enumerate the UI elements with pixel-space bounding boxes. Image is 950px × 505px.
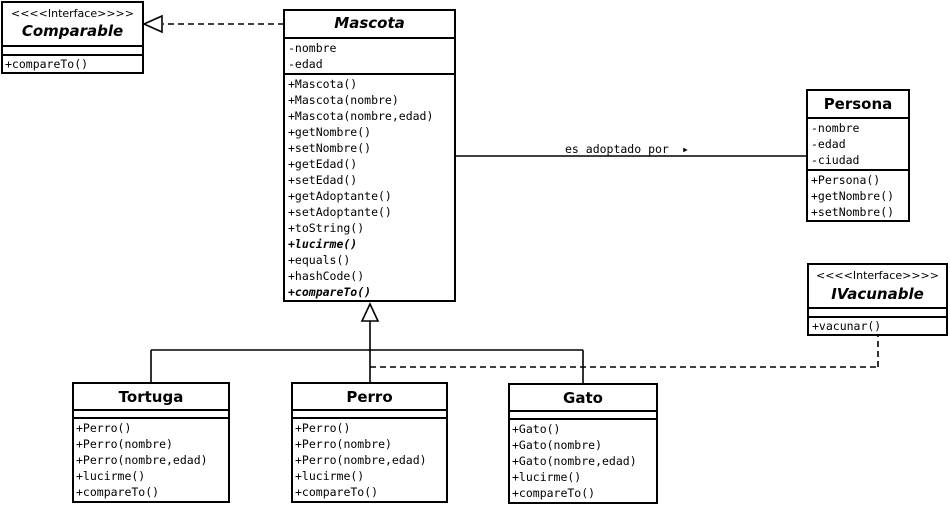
- class-box-gato[interactable]: Gato +Gato() +Gato(nombre) +Gato(nombre,…: [508, 383, 658, 504]
- method-item: +Perro(): [295, 421, 350, 435]
- association-label: es adoptado por: [565, 142, 669, 156]
- class-name-gato: Gato: [563, 389, 603, 407]
- method-item: +setNombre(): [288, 141, 371, 155]
- method-item: +getNombre(): [811, 189, 894, 203]
- method-item: +Gato(nombre,edad): [512, 454, 637, 468]
- method-item: +equals(): [288, 253, 350, 267]
- method-item: +Persona(): [811, 173, 880, 187]
- method-item: +Perro(nombre): [76, 437, 173, 451]
- class-name-perro: Perro: [346, 388, 392, 406]
- class-box-ivacunable[interactable]: <<<<Interface>>>> IVacunable +vacunar(): [807, 263, 948, 336]
- method-item: +lucirme(): [512, 470, 581, 484]
- method-item: +Perro(): [76, 421, 131, 435]
- attribute-item: -nombre: [811, 121, 860, 135]
- method-item: +getEdad(): [288, 157, 357, 171]
- generalization-arrowhead: [360, 302, 380, 322]
- method-item: +compareTo(): [295, 485, 378, 499]
- method-item: +Perro(nombre,edad): [295, 453, 427, 467]
- class-name-tortuga: Tortuga: [119, 388, 184, 406]
- class-name-persona: Persona: [824, 95, 893, 113]
- abstract-method-item: +lucirme(): [288, 237, 357, 251]
- method-item: +hashCode(): [288, 269, 364, 283]
- attribute-item: -edad: [288, 57, 323, 71]
- method-item: +getNombre(): [288, 125, 371, 139]
- method-item: +toString(): [288, 221, 364, 235]
- class-name-ivacunable: IVacunable: [831, 285, 924, 303]
- class-box-tortuga[interactable]: Tortuga +Perro() +Perro(nombre) +Perro(n…: [72, 382, 230, 503]
- method-item: +Perro(nombre,edad): [76, 453, 208, 467]
- method-item: +lucirme(): [76, 469, 145, 483]
- method-item: +vacunar(): [812, 319, 881, 333]
- abstract-method-item: +compareTo(): [288, 285, 371, 299]
- method-item: +compareTo(): [5, 57, 88, 71]
- method-item: +Gato(nombre): [512, 438, 602, 452]
- method-item: +lucirme(): [295, 469, 364, 483]
- attribute-item: -nombre: [288, 41, 337, 55]
- class-box-persona[interactable]: Persona -nombre -edad -ciudad +Persona()…: [806, 89, 910, 222]
- method-item: +Mascota(nombre,edad): [288, 109, 433, 123]
- method-item: +Perro(nombre): [295, 437, 392, 451]
- class-name-mascota: Mascota: [334, 14, 404, 32]
- realization-arrowhead-comparable: [142, 14, 163, 34]
- class-box-comparable[interactable]: <<<<Interface>>>> Comparable +compareTo(…: [1, 1, 144, 74]
- method-item: +Mascota(): [288, 77, 357, 91]
- method-item: +Mascota(nombre): [288, 93, 399, 107]
- method-item: +compareTo(): [512, 486, 595, 500]
- method-item: +setEdad(): [288, 173, 357, 187]
- association-direction-icon: ▸: [682, 142, 689, 156]
- attribute-item: -edad: [811, 137, 846, 151]
- stereotype-label: <<<<Interface>>>>: [816, 269, 939, 282]
- connectors: [142, 14, 888, 384]
- stereotype-label: <<<<Interface>>>>: [11, 7, 134, 20]
- method-item: +Gato(): [512, 422, 560, 436]
- method-item: +getAdoptante(): [288, 189, 392, 203]
- attribute-item: -ciudad: [811, 153, 859, 167]
- class-box-perro[interactable]: Perro +Perro() +Perro(nombre) +Perro(nom…: [291, 382, 448, 503]
- method-item: +setNombre(): [811, 205, 894, 219]
- method-item: +compareTo(): [76, 485, 159, 499]
- class-box-mascota[interactable]: Mascota -nombre -edad +Mascota() +Mascot…: [283, 9, 456, 302]
- class-name-comparable: Comparable: [22, 22, 123, 40]
- method-item: +setAdoptante(): [288, 205, 392, 219]
